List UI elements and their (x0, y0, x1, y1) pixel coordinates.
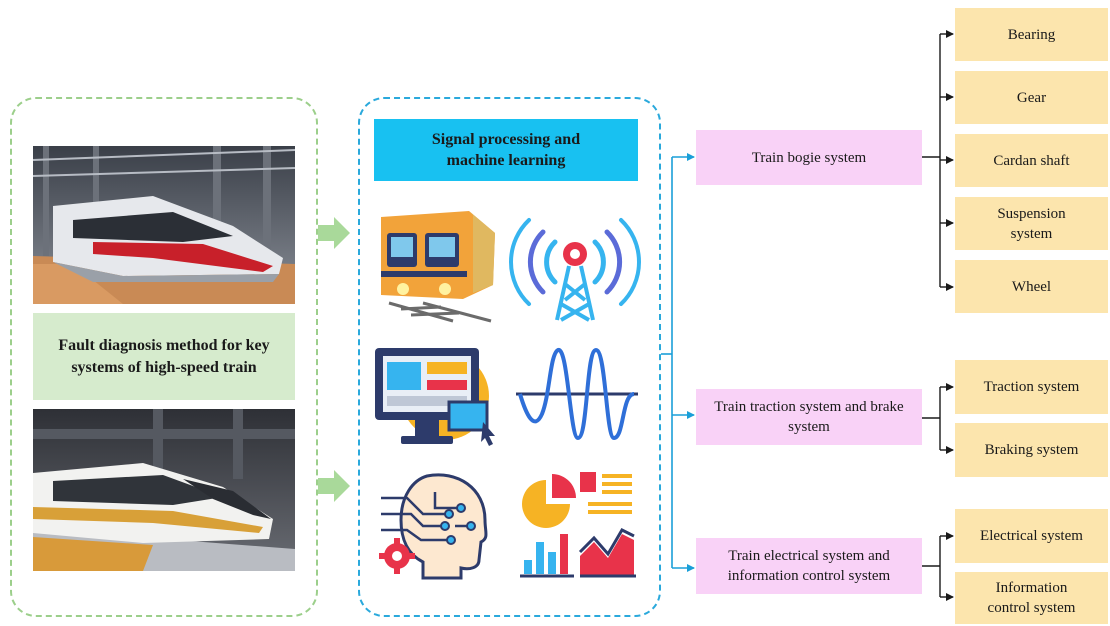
component-label-traction: Traction system (983, 379, 1080, 395)
analytics-charts-icon (520, 472, 636, 578)
component-box-suspension: Suspension system (955, 197, 1108, 250)
train-panel (10, 97, 318, 617)
bogie-tree (922, 30, 954, 291)
component-label-wheel: Wheel (1011, 278, 1052, 295)
component-label-suspension: Suspension system (997, 205, 1066, 242)
center-label-box: Fault diagnosis method for key systems o… (33, 313, 295, 400)
system-label-traction: Train traction system and brake system (714, 399, 904, 435)
method-panel (358, 97, 661, 617)
computer-monitor-icon (375, 348, 495, 446)
component-box-electrical: Electrical system (955, 509, 1108, 563)
component-box-cardan-shaft: Cardan shaft (955, 134, 1108, 187)
component-box-information-control: Information control system (955, 572, 1108, 624)
high-speed-train-photo-gold (33, 409, 295, 571)
photo-to-method-arrows (318, 217, 350, 502)
component-label-gear: Gear (1016, 89, 1047, 106)
system-box-electrical: Train electrical system and information … (696, 538, 922, 594)
method-label-box: Signal processing and machine learning (374, 119, 638, 181)
component-label-cardan-shaft: Cardan shaft (993, 152, 1070, 169)
high-speed-train-photo-red (33, 146, 295, 304)
system-box-bogie: Train bogie system (696, 130, 922, 185)
ai-head-icon (379, 473, 488, 580)
component-box-gear: Gear (955, 71, 1108, 124)
component-label-braking: Braking system (984, 442, 1079, 458)
component-label-information-control: Information control system (987, 580, 1076, 616)
system-box-traction: Train traction system and brake system (696, 389, 922, 445)
method-label: Signal processing and machine learning (431, 131, 581, 169)
electrical-tree (922, 532, 954, 601)
traction-tree (922, 383, 954, 454)
component-box-traction: Traction system (955, 360, 1108, 414)
sine-wave-icon (516, 347, 638, 441)
train-icon (381, 211, 495, 323)
component-label-bearing: Bearing (1007, 26, 1056, 43)
system-label-electrical: Train electrical system and information … (727, 548, 891, 584)
component-box-bearing: Bearing (955, 8, 1108, 61)
signal-tower-icon (509, 218, 641, 322)
component-label-electrical: Electrical system (980, 528, 1083, 544)
method-to-systems-connector (661, 153, 695, 572)
center-label: Fault diagnosis method for key systems o… (58, 336, 270, 376)
component-box-wheel: Wheel (955, 260, 1108, 313)
component-box-braking: Braking system (955, 423, 1108, 477)
system-label-bogie: Train bogie system (751, 149, 867, 166)
